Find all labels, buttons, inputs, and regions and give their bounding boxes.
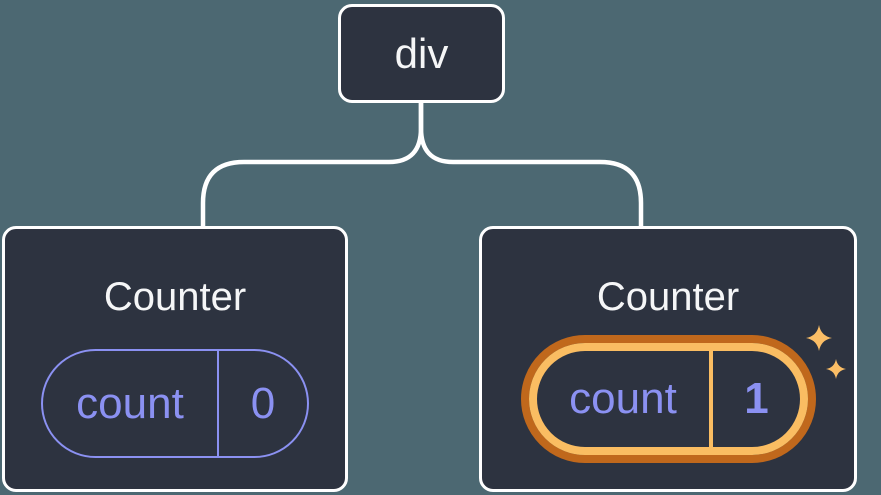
sparkle-large <box>806 325 832 351</box>
state-pill-divider <box>217 351 219 456</box>
sparkle-small <box>826 359 846 379</box>
counter-card-right: Counter count 1 <box>479 226 857 492</box>
state-pill: count 1 <box>529 343 808 455</box>
connector-branch-right <box>418 101 644 227</box>
connector-branch-left <box>200 101 424 227</box>
state-value: 1 <box>744 374 769 423</box>
state-key-label: count <box>569 374 677 423</box>
state-pill-divider <box>709 351 713 447</box>
state-value: 0 <box>250 378 276 428</box>
state-pill: count 0 <box>41 349 309 458</box>
component-name: Counter <box>596 275 740 319</box>
state-key-label: count <box>76 378 184 428</box>
component-name: Counter <box>103 275 247 319</box>
counter-card-left: Counter count 0 <box>2 226 348 492</box>
root-node-label: div <box>394 29 449 77</box>
root-node-div: div <box>338 4 505 103</box>
state-pill-highlight-ring: count 1 <box>521 335 816 463</box>
